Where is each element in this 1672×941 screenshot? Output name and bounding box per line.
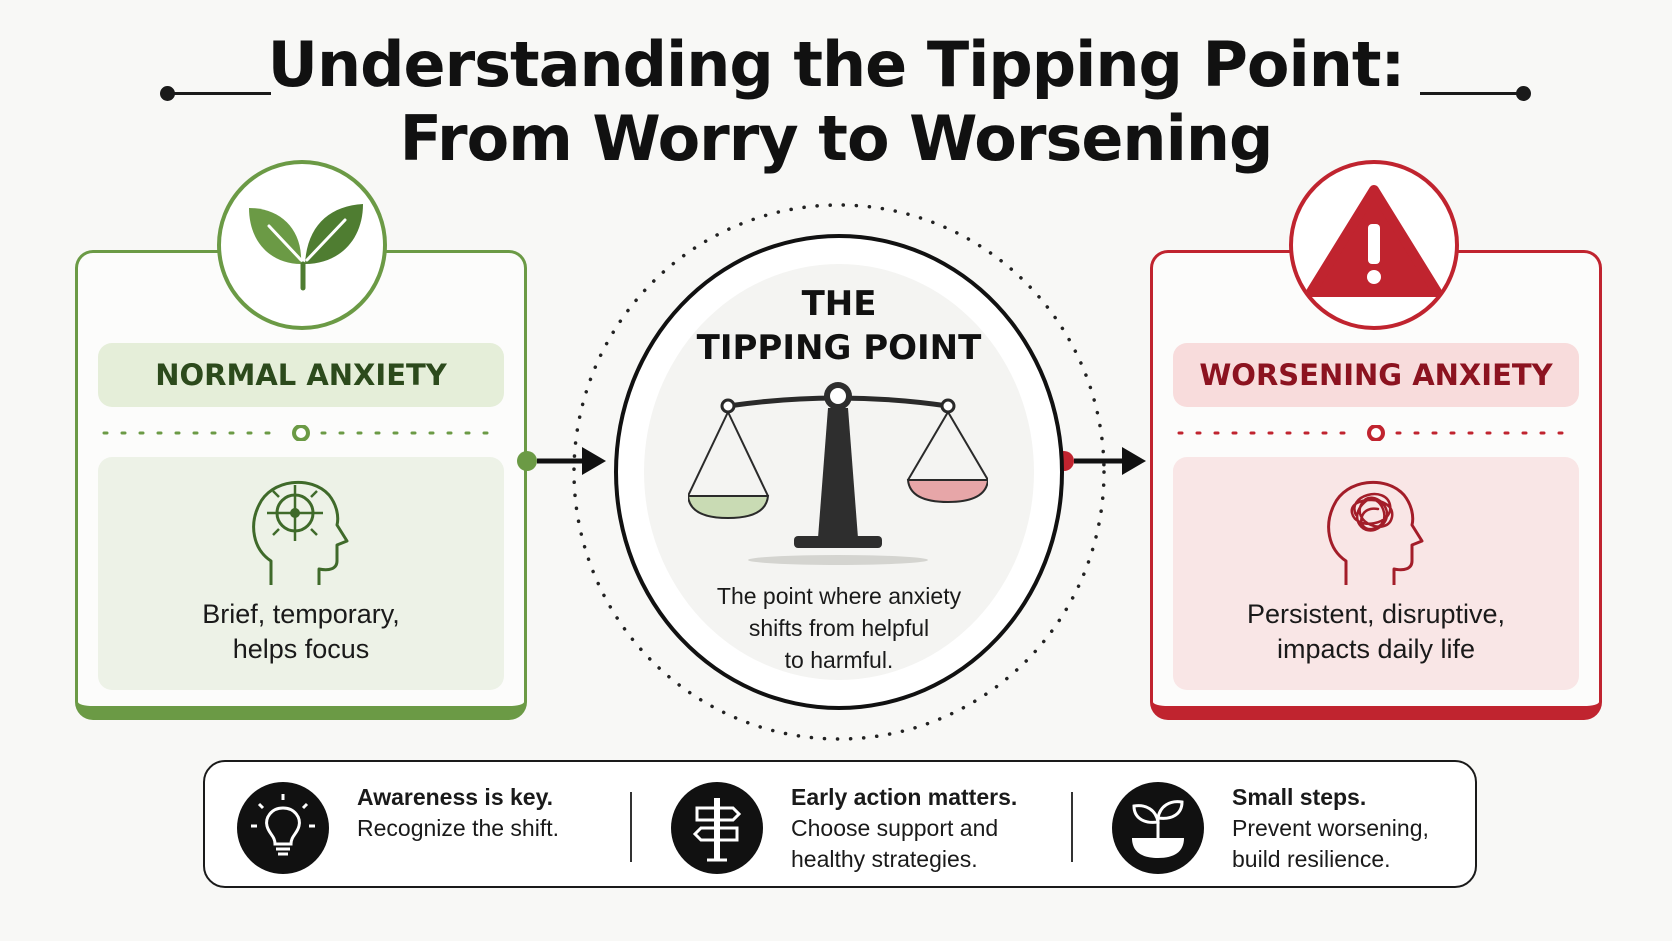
tangled-head-icon	[1327, 480, 1424, 585]
normal-anxiety-description: Brief, temporary, helps focus	[202, 599, 400, 664]
worsening-anxiety-label: WORSENING ANXIETY	[1173, 343, 1579, 407]
tips-divider-2	[1071, 792, 1073, 862]
tip-early-action-heading: Early action matters.	[791, 784, 1018, 810]
warning-icon	[1289, 160, 1459, 330]
balance-scale-icon	[688, 382, 988, 565]
title-line-2: From Worry to Worsening	[399, 102, 1274, 175]
normal-anxiety-label: NORMAL ANXIETY	[98, 343, 504, 407]
page-title: Understanding the Tipping Point: From Wo…	[0, 28, 1672, 176]
tip-small-steps: Small steps. Prevent worsening, build re…	[1112, 776, 1472, 876]
leaf-icon	[217, 160, 387, 330]
title-line-1: Understanding the Tipping Point:	[267, 28, 1406, 101]
sprout-icon	[1112, 782, 1204, 874]
tip-awareness-heading: Awareness is key.	[357, 784, 554, 810]
tip-small-steps-heading: Small steps.	[1232, 784, 1367, 810]
worsening-anxiety-content: Persistent, disruptive, impacts daily li…	[1173, 457, 1579, 690]
tipping-point-description: The point where anxiety shifts from help…	[716, 583, 962, 673]
tips-divider-1	[630, 792, 632, 862]
normal-anxiety-content: Brief, temporary, helps focus	[98, 457, 504, 690]
signpost-icon	[671, 782, 763, 874]
tip-awareness-body: Recognize the shift.	[357, 815, 560, 841]
right-arrow-head	[1122, 447, 1146, 475]
focused-head-icon	[252, 480, 349, 585]
tip-awareness: Awareness is key. Recognize the shift.	[237, 776, 597, 876]
tip-early-action: Early action matters. Choose support and…	[671, 776, 1031, 876]
tipping-point-title: THE TIPPING POINT	[696, 284, 982, 368]
title-rule-right	[1420, 86, 1531, 101]
title-rule-left	[160, 86, 271, 101]
tips-bar: Awareness is key. Recognize the shift. E…	[203, 760, 1477, 888]
worsening-anxiety-description: Persistent, disruptive, impacts daily li…	[1246, 599, 1506, 664]
left-arrow-head	[582, 447, 606, 475]
lightbulb-icon	[237, 782, 329, 874]
normal-separator	[102, 425, 500, 441]
tip-early-action-body: Choose support and healthy strategies.	[791, 815, 999, 872]
worsening-separator	[1177, 425, 1575, 441]
tipping-point-circle: THE TIPPING POINT The point where anxiet…	[614, 234, 1064, 710]
tip-small-steps-body: Prevent worsening, build resilience.	[1232, 815, 1429, 872]
